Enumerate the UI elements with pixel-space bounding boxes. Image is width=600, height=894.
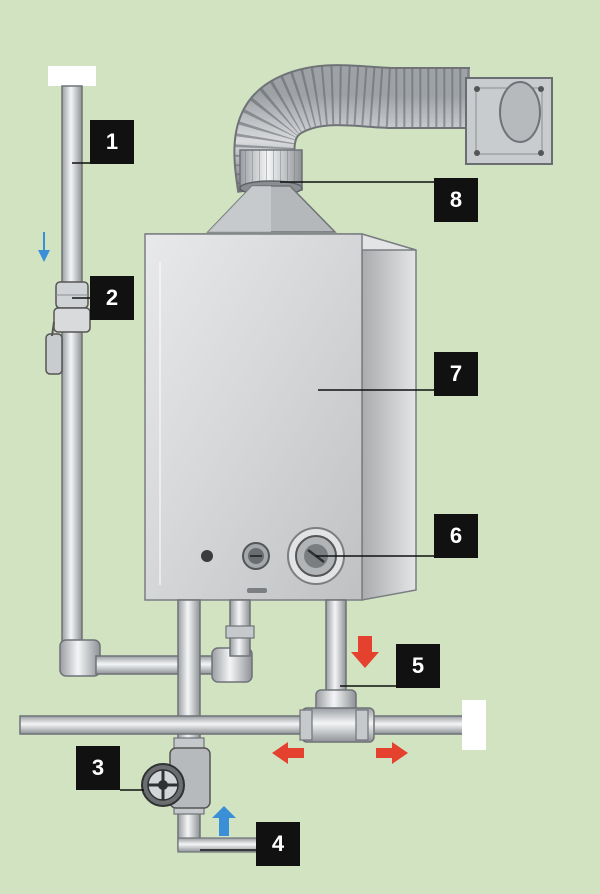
cold-water-flow-arrow-down: [38, 232, 50, 262]
gas-valve-handwheel: [141, 747, 211, 809]
hot-water-flow-arrow-left: [272, 742, 304, 764]
wall-cut-top: [48, 66, 96, 86]
callout-2: 2: [90, 276, 134, 320]
flue-duct: [233, 64, 553, 196]
callout-1: 1: [90, 120, 134, 164]
callout-5: 5: [396, 644, 440, 688]
small-control-knob: [242, 542, 270, 570]
inlet-shutoff-valve: [45, 281, 91, 375]
cold-water-inlet-pipe: [48, 66, 255, 683]
hot-water-flow-arrow-down: [351, 636, 379, 668]
callout-7: 7: [434, 352, 478, 396]
callout-4: 4: [256, 822, 300, 866]
hot-water-outlet-pipe: [299, 599, 375, 743]
hot-water-flow-arrow-right: [376, 742, 408, 764]
wall-cut-right: [462, 700, 486, 750]
indicator-light: [201, 550, 213, 562]
callout-6: 6: [434, 514, 478, 558]
main-horizontal-pipe: [19, 700, 486, 750]
gas-flow-arrow-up: [212, 806, 236, 836]
callout-8: 8: [434, 178, 478, 222]
leader-lines: [72, 162, 434, 851]
boiler-body: [144, 232, 417, 601]
callout-3: 3: [76, 746, 120, 790]
slot: [247, 588, 267, 593]
